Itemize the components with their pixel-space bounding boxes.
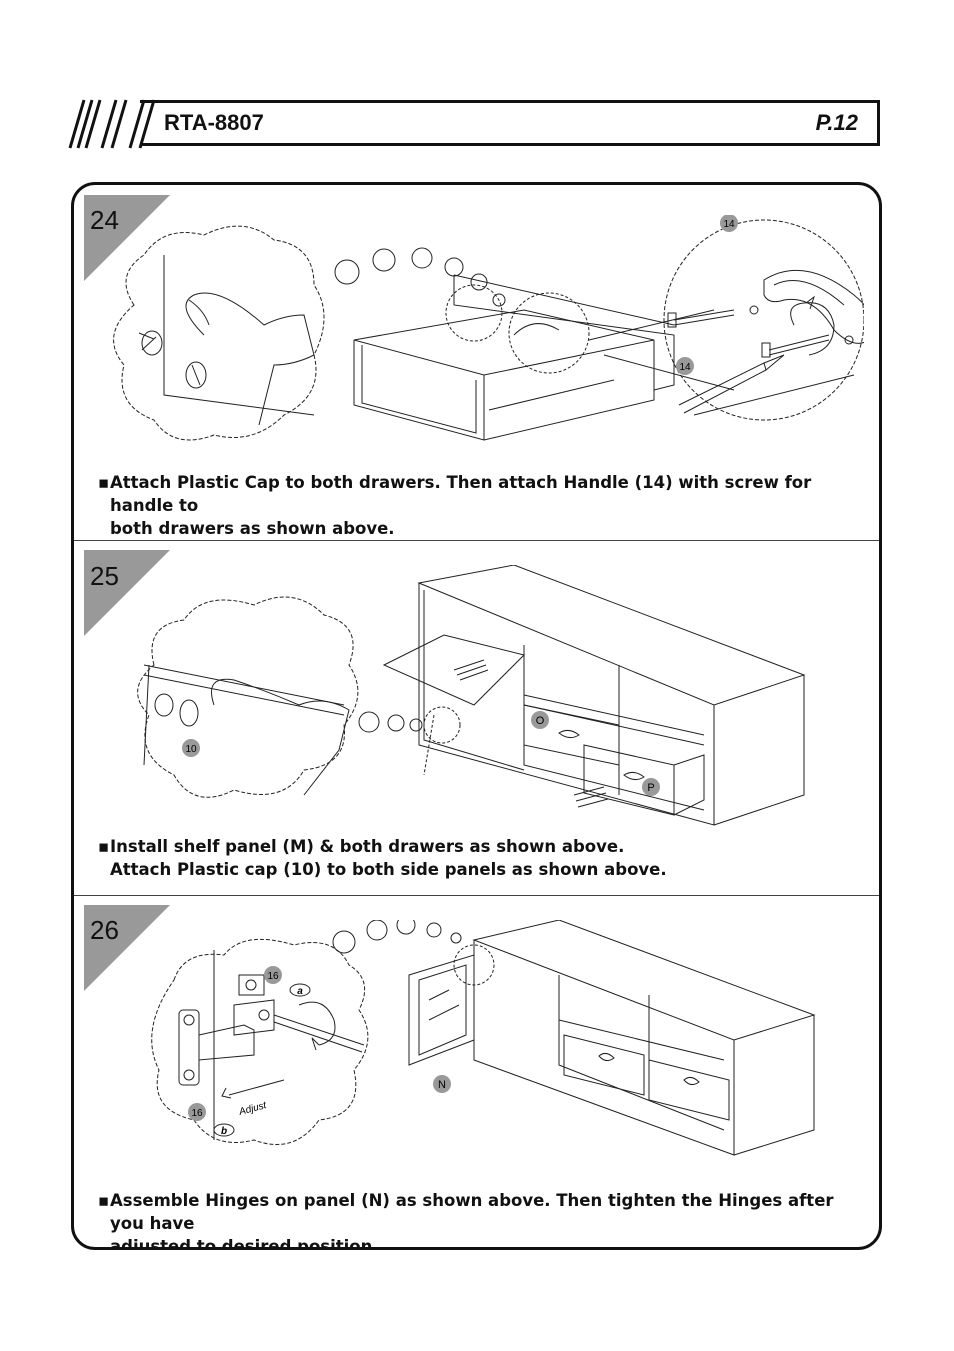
header-box (140, 100, 880, 146)
step-26-label-a: a (297, 986, 303, 997)
step-24-illustration: 10 14 14 (113, 215, 864, 441)
bullet: ▪ (98, 1191, 110, 1210)
step-25-caption: ▪ Install shelf panel (M) & both drawers… (98, 835, 858, 881)
bullet: ▪ (98, 837, 110, 856)
step-24-number: 24 (90, 205, 119, 235)
step-25-label-O: O (536, 715, 545, 727)
step-26-label-16a: 16 (267, 971, 279, 982)
step-26-label-b: b (221, 1126, 227, 1137)
step-25-illustration: M O P 10 (137, 565, 806, 826)
header-stripes (68, 99, 156, 149)
step-26-label-16b: 16 (191, 1108, 203, 1119)
step-26-number: 26 (90, 915, 119, 945)
step-26-corner (84, 905, 170, 991)
divider-2 (74, 895, 879, 896)
step-25-label-10: 10 (185, 744, 197, 755)
step-26-label-N: N (438, 1079, 446, 1091)
divider-1 (74, 540, 879, 541)
step-26-illustration: 16 a 16 b N Adjust (151, 920, 816, 1156)
step-25-caption-text: Install shelf panel (M) & both drawers a… (110, 837, 667, 879)
step-24-caption: ▪ Attach Plastic Cap to both drawers. Th… (98, 471, 858, 540)
step-26-caption: ▪ Assemble Hinges on panel (N) as shown … (98, 1189, 858, 1250)
step-26-caption-text: Assemble Hinges on panel (N) as shown ab… (110, 1191, 834, 1250)
model-number: RTA-8807 (164, 110, 264, 135)
instructions-frame: 24 (71, 182, 882, 1250)
step-24-label-14a: 14 (723, 219, 735, 230)
step-25-label-P: P (647, 782, 654, 794)
step-25-number: 25 (90, 561, 119, 591)
bullet: ▪ (98, 473, 110, 492)
adjust-text: Adjust (237, 1100, 269, 1118)
step-24-corner (84, 195, 170, 281)
step-25-corner (84, 550, 170, 636)
step-24-label-14b: 14 (679, 362, 691, 373)
step-24-caption-text: Attach Plastic Cap to both drawers. Then… (110, 473, 812, 538)
page-number: P.12 (815, 110, 858, 135)
